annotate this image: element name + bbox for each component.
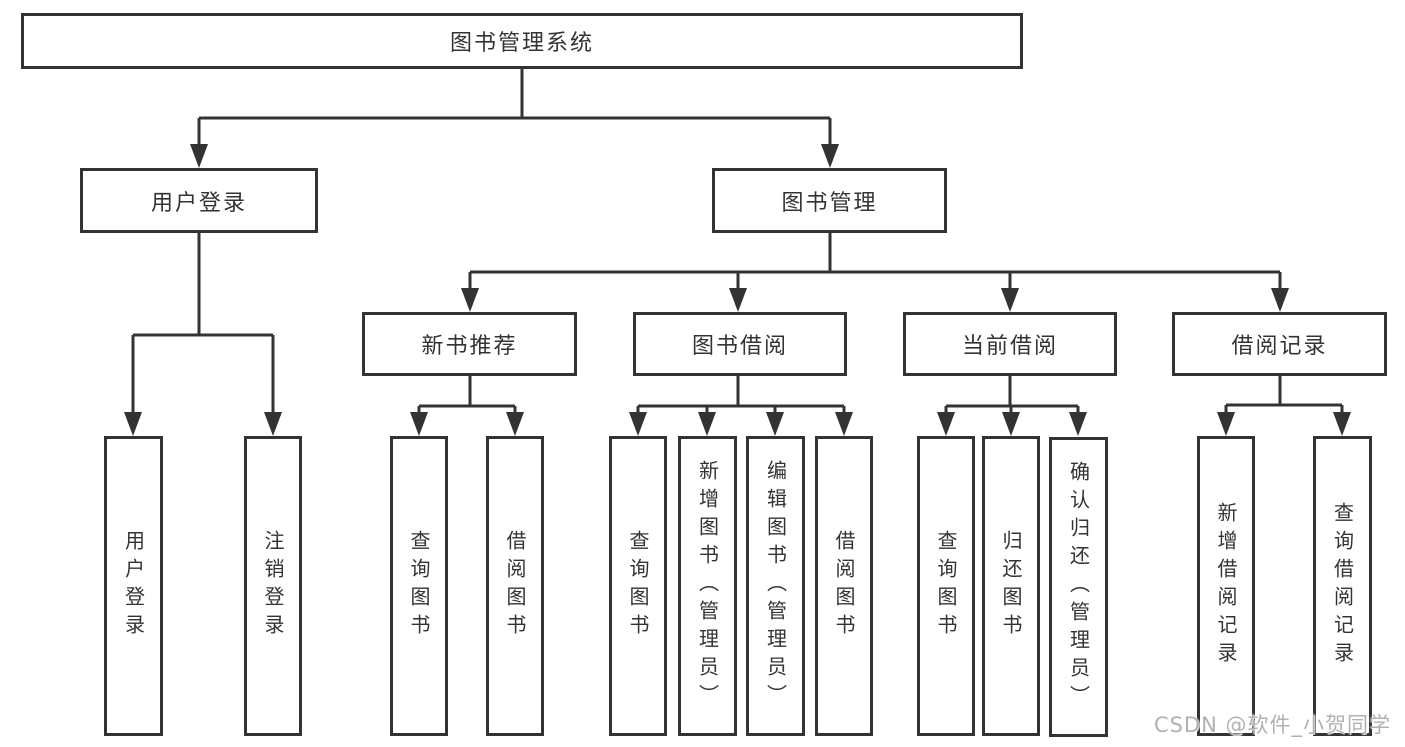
node-book-management: 图书管理 <box>712 168 947 233</box>
leaf-query-borrow-record: 查询借阅记录 <box>1313 436 1372 736</box>
leaf-label: 借阅图书 <box>832 530 856 642</box>
leaf-label: 新增图书（管理员） <box>695 460 720 712</box>
leaf-label: 查询图书 <box>407 530 431 642</box>
leaf-borrow-books-recommend: 借阅图书 <box>486 436 544 736</box>
leaf-user-login: 用户登录 <box>104 436 163 736</box>
leaf-confirm-return-admin: 确认归还（管理员） <box>1049 437 1108 737</box>
leaf-label: 编辑图书（管理员） <box>763 460 788 712</box>
leaf-add-borrow-record: 新增借阅记录 <box>1197 436 1255 736</box>
leaf-logout: 注销登录 <box>244 436 302 736</box>
node-label: 借阅记录 <box>1231 334 1328 359</box>
node-library-management-system: 图书管理系统 <box>21 13 1023 69</box>
node-label: 当前借阅 <box>961 334 1058 359</box>
connector-book-management-to-level3 <box>461 233 1289 312</box>
leaf-query-books-current: 查询图书 <box>917 436 975 736</box>
leaf-add-book-admin: 新增图书（管理员） <box>678 436 737 736</box>
watermark: CSDN @软件_小贺同学 <box>1153 713 1391 737</box>
connector-user-login-to-leaves <box>124 233 282 436</box>
node-borrow-records: 借阅记录 <box>1172 312 1387 376</box>
node-new-book-recommend: 新书推荐 <box>362 312 577 376</box>
connector-root-to-level2 <box>190 69 839 168</box>
leaf-query-books-borrow: 查询图书 <box>609 436 667 736</box>
node-label: 图书借阅 <box>691 334 788 359</box>
leaf-borrow-books-2: 借阅图书 <box>815 436 873 736</box>
connector-book-borrow-to-leaves <box>629 376 853 436</box>
node-label: 图书管理系统 <box>449 31 594 56</box>
leaf-label: 归还图书 <box>999 530 1023 642</box>
leaf-label: 查询借阅记录 <box>1330 502 1355 670</box>
leaf-edit-book-admin: 编辑图书（管理员） <box>746 436 805 736</box>
leaf-label: 确认归还（管理员） <box>1066 461 1091 713</box>
node-label: 用户登录 <box>150 190 247 216</box>
connector-new-book-to-leaves <box>410 376 524 436</box>
leaf-label: 注销登录 <box>261 530 285 642</box>
leaf-label: 用户登录 <box>121 530 146 642</box>
connector-borrow-record-to-leaves <box>1217 376 1351 436</box>
leaf-label: 借阅图书 <box>503 530 527 642</box>
leaf-label: 新增借阅记录 <box>1214 502 1238 670</box>
leaf-return-book: 归还图书 <box>982 436 1040 736</box>
node-current-borrow: 当前借阅 <box>903 312 1117 376</box>
node-label: 新书推荐 <box>421 334 518 359</box>
leaf-query-books-recommend: 查询图书 <box>390 436 448 736</box>
node-book-borrow: 图书借阅 <box>633 312 847 376</box>
connector-current-borrow-to-leaves <box>937 376 1087 436</box>
leaf-label: 查询图书 <box>934 530 958 642</box>
node-user-login: 用户登录 <box>80 168 318 233</box>
leaf-label: 查询图书 <box>626 530 650 642</box>
node-label: 图书管理 <box>781 190 878 216</box>
